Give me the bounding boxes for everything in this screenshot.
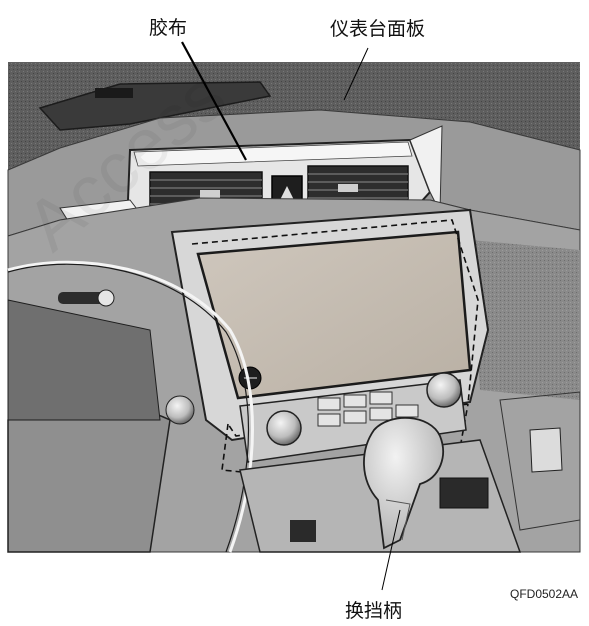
tape-strip <box>133 141 413 167</box>
right-climate-knob <box>426 372 462 408</box>
instrument-cluster <box>7 299 161 421</box>
climate-buttons <box>317 391 419 427</box>
start-button <box>165 395 195 425</box>
console-switch <box>439 477 489 509</box>
shift-lever <box>363 417 444 550</box>
right-dash-grain <box>470 240 580 400</box>
figure-code: QFD0502AA <box>510 587 579 601</box>
leader-line-dashboard-panel <box>343 47 369 101</box>
display-screen <box>196 230 472 400</box>
steering-wheel-hub <box>7 404 171 553</box>
left-vent-tab <box>200 190 220 198</box>
label-tape: 胶布 <box>149 17 188 39</box>
right-vent-tab <box>338 184 358 192</box>
console-button <box>290 520 316 542</box>
sensor-housing <box>95 88 133 98</box>
stalk <box>58 292 108 304</box>
hazard-triangle-icon <box>280 186 294 200</box>
leader-line-shift-lever <box>381 509 401 591</box>
label-shift-lever: 换挡柄 <box>345 600 403 622</box>
label-dashboard-panel: 仪表台面板 <box>330 18 426 40</box>
left-climate-knob <box>266 410 302 446</box>
right-bracket <box>499 391 581 531</box>
leader-line-tape <box>181 41 247 161</box>
